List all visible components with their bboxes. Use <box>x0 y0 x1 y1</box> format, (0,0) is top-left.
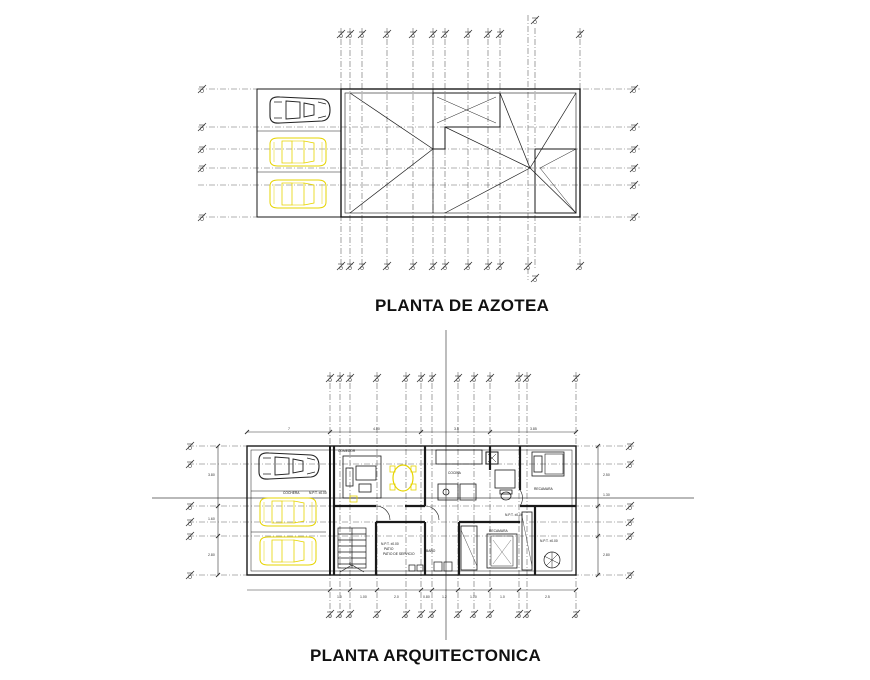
label-garage: COCHERA <box>283 491 300 495</box>
svg-text:7: 7 <box>288 427 290 431</box>
roof-plan <box>197 15 640 283</box>
svg-text:1.0: 1.0 <box>337 595 342 599</box>
floor-vertical-axes <box>329 372 577 618</box>
bathroom <box>494 469 516 501</box>
label-kitchen: COCINA <box>448 471 462 475</box>
svg-text:2.0: 2.0 <box>394 595 399 599</box>
label-dining: COMEDOR <box>338 449 356 453</box>
roof-plan-title: PLANTA DE AZOTEA <box>375 296 550 315</box>
svg-text:2.80: 2.80 <box>603 553 610 557</box>
bedroom-bed <box>486 533 518 569</box>
label-patio: PATIO DE SERVICIO <box>383 552 415 556</box>
roof-slope-lines <box>349 89 577 214</box>
roof-car-2 <box>269 137 327 167</box>
roof-outline <box>340 88 581 218</box>
label-npt-hall: N.P.T. ±0.00 <box>505 513 523 517</box>
label-bedroom-main: RECAMARA <box>489 529 508 533</box>
svg-text:2.80: 2.80 <box>208 553 215 557</box>
floor-axis-tags <box>185 373 635 619</box>
roof-horizontal-axes <box>198 88 640 218</box>
roof-skylight <box>432 92 501 150</box>
room-labels: COCHERA N.P.T. ±0.00 COMEDOR COCINA PATI… <box>283 449 558 566</box>
roof-car-1 <box>269 96 331 124</box>
svg-text:2.50: 2.50 <box>603 473 610 477</box>
floor-car-1 <box>258 452 320 480</box>
floor-car-3 <box>259 536 317 566</box>
interior-walls <box>332 446 576 575</box>
svg-text:3.80: 3.80 <box>208 473 215 477</box>
label-npt-patio: N.P.T. ±0.00 <box>381 542 399 546</box>
floor-outline <box>246 445 577 576</box>
closets <box>460 511 533 571</box>
svg-text:2.5: 2.5 <box>545 595 550 599</box>
svg-text:1.60: 1.60 <box>208 517 215 521</box>
svg-text:4.00: 4.00 <box>373 427 380 431</box>
roof-car-3 <box>269 179 327 209</box>
garage <box>251 446 331 575</box>
label-service: PATIO <box>384 547 394 551</box>
plant <box>543 551 561 569</box>
label-npt-garage: N.P.T. ±0.00 <box>309 491 327 495</box>
svg-text:1.00: 1.00 <box>360 595 367 599</box>
living-furniture <box>342 455 417 503</box>
floor-plan: 7 4.00 3.5 3.85 1.0 1.00 2.0 0.80 1.2 1.70 1.… <box>152 330 694 640</box>
svg-text:3.5: 3.5 <box>454 427 459 431</box>
label-npt-bedroom: N.P.T. ±0.00 <box>540 539 558 543</box>
floor-plan-title: PLANTA ARQUITECTONICA <box>310 646 542 665</box>
roof-vent-box <box>534 148 577 214</box>
bedroom-top <box>531 451 565 477</box>
stairs <box>337 527 367 573</box>
label-bedroom-small: RECAMARA <box>534 487 553 491</box>
kitchen <box>435 449 499 501</box>
label-bath: BAÑO <box>426 548 436 553</box>
service-fixtures <box>408 561 453 572</box>
label-stair-mark: S <box>349 562 352 566</box>
svg-text:3.85: 3.85 <box>530 427 537 431</box>
floor-dimension-lines: 7 4.00 3.5 3.85 1.0 1.00 2.0 0.80 1.2 1.70 1.… <box>208 427 610 599</box>
svg-text:1.2: 1.2 <box>442 595 447 599</box>
svg-text:0.80: 0.80 <box>423 595 430 599</box>
svg-text:1.30: 1.30 <box>603 493 610 497</box>
roof-vertical-axes <box>340 15 581 280</box>
doors <box>375 489 523 521</box>
svg-text:1.0: 1.0 <box>500 595 505 599</box>
svg-text:1.70: 1.70 <box>470 595 477 599</box>
